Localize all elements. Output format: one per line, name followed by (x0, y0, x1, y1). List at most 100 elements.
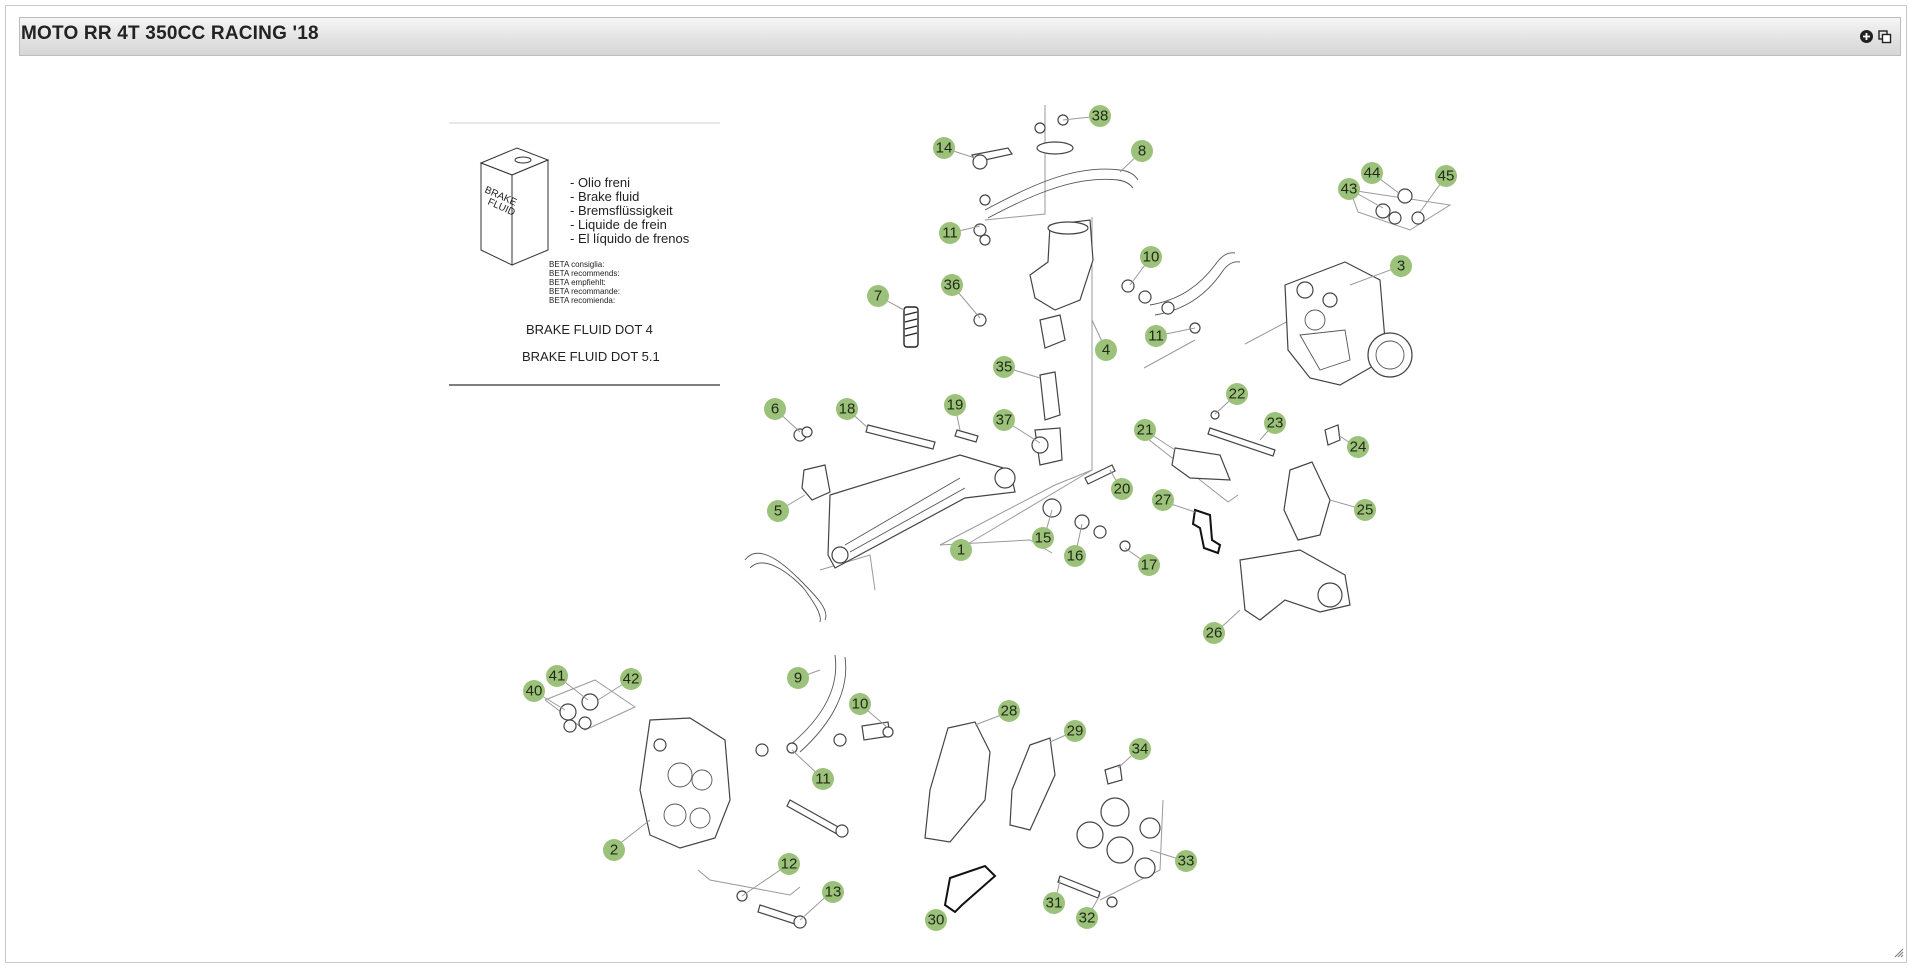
fluid-name-fr: - Liquide de frein (570, 217, 667, 232)
svg-text:2: 2 (610, 842, 618, 859)
brake-fluid-bottle-icon (479, 147, 550, 266)
svg-text:45: 45 (1438, 168, 1455, 185)
callout-11[interactable]: 11 (1145, 325, 1167, 347)
svg-text:40: 40 (526, 683, 543, 700)
callout-29[interactable]: 29 (1064, 720, 1086, 742)
svg-text:43: 43 (1341, 181, 1358, 198)
callout-1[interactable]: 1 (950, 539, 972, 561)
advice-line: BETA empfiehlt: (549, 278, 606, 287)
callout-17[interactable]: 17 (1138, 554, 1160, 576)
callout-14[interactable]: 14 (933, 137, 955, 159)
callout-32[interactable]: 32 (1076, 907, 1098, 929)
callout-20[interactable]: 20 (1111, 478, 1133, 500)
callout-24[interactable]: 24 (1347, 436, 1369, 458)
svg-text:13: 13 (825, 884, 842, 901)
svg-text:34: 34 (1132, 741, 1149, 758)
callout-7[interactable]: 7 (867, 285, 889, 307)
svg-text:21: 21 (1137, 422, 1154, 439)
svg-text:16: 16 (1067, 548, 1084, 565)
svg-text:10: 10 (1143, 249, 1160, 266)
svg-text:11: 11 (815, 771, 831, 788)
svg-text:15: 15 (1035, 530, 1052, 547)
callout-4[interactable]: 4 (1095, 339, 1117, 361)
callout-8[interactable]: 8 (1131, 140, 1153, 162)
plus-circle-icon[interactable] (1859, 29, 1874, 44)
callout-30[interactable]: 30 (925, 909, 947, 931)
fluid-spec-dot4: BRAKE FLUID DOT 4 (526, 322, 653, 337)
svg-text:42: 42 (623, 671, 640, 688)
callout-42[interactable]: 42 (620, 668, 642, 690)
svg-text:1: 1 (957, 542, 965, 559)
svg-text:8: 8 (1138, 143, 1146, 160)
part-master-cylinder (1029, 219, 1094, 466)
svg-text:31: 31 (1046, 895, 1063, 912)
svg-text:38: 38 (1092, 108, 1109, 125)
callout-15[interactable]: 15 (1032, 527, 1054, 549)
callout-18[interactable]: 18 (836, 398, 858, 420)
callout-33[interactable]: 33 (1175, 850, 1197, 872)
callout-34[interactable]: 34 (1129, 738, 1151, 760)
advice-line: BETA consiglia: (549, 260, 604, 269)
callout-16[interactable]: 16 (1064, 545, 1086, 567)
callout-25[interactable]: 25 (1354, 499, 1376, 521)
callout-44[interactable]: 44 (1361, 162, 1383, 184)
callout-5[interactable]: 5 (767, 500, 789, 522)
callout-10[interactable]: 10 (849, 693, 871, 715)
callout-35[interactable]: 35 (993, 356, 1015, 378)
callout-23[interactable]: 23 (1264, 412, 1286, 434)
svg-text:36: 36 (944, 277, 961, 294)
svg-text:10: 10 (852, 696, 869, 713)
svg-text:11: 11 (942, 225, 958, 242)
svg-text:37: 37 (996, 412, 1013, 429)
callout-45[interactable]: 45 (1435, 165, 1457, 187)
callout-11[interactable]: 11 (939, 222, 961, 244)
fluid-name-en: - Brake fluid (570, 189, 639, 204)
callout-9[interactable]: 9 (787, 667, 809, 689)
callout-12[interactable]: 12 (778, 853, 800, 875)
svg-text:7: 7 (874, 288, 882, 305)
callout-40[interactable]: 40 (523, 680, 545, 702)
callout-26[interactable]: 26 (1203, 622, 1225, 644)
resize-grip-icon[interactable] (1894, 948, 1904, 958)
svg-text:19: 19 (947, 397, 964, 414)
callout-13[interactable]: 13 (822, 881, 844, 903)
svg-text:5: 5 (774, 503, 782, 520)
svg-text:32: 32 (1079, 910, 1096, 927)
brake-fluid-legend: BRAKE FLUID - Olio freni - Brake fluid -… (449, 122, 720, 386)
callout-22[interactable]: 22 (1226, 383, 1248, 405)
callout-2[interactable]: 2 (603, 839, 625, 861)
part-spring (903, 306, 919, 348)
callout-3[interactable]: 3 (1390, 255, 1412, 277)
callout-19[interactable]: 19 (944, 394, 966, 416)
callout-6[interactable]: 6 (764, 398, 786, 420)
callout-31[interactable]: 31 (1043, 892, 1065, 914)
callout-36[interactable]: 36 (941, 274, 963, 296)
advice-line: BETA recommends: (549, 269, 620, 278)
callout-27[interactable]: 27 (1152, 489, 1174, 511)
popout-icon[interactable] (1877, 29, 1892, 44)
svg-text:11: 11 (1148, 328, 1164, 345)
fluid-name-de: - Bremsflüssigkeit (570, 203, 673, 218)
svg-text:25: 25 (1357, 502, 1374, 519)
callout-38[interactable]: 38 (1089, 105, 1111, 127)
svg-text:17: 17 (1141, 557, 1158, 574)
callout-28[interactable]: 28 (998, 700, 1020, 722)
callout-11[interactable]: 11 (812, 768, 834, 790)
svg-text:26: 26 (1206, 625, 1223, 642)
svg-text:41: 41 (549, 668, 566, 685)
callout-37[interactable]: 37 (993, 409, 1015, 431)
svg-text:14: 14 (936, 140, 953, 157)
callout-43[interactable]: 43 (1338, 178, 1360, 200)
svg-text:4: 4 (1102, 342, 1110, 359)
svg-text:23: 23 (1267, 415, 1284, 432)
callout-41[interactable]: 41 (546, 665, 568, 687)
svg-text:24: 24 (1350, 439, 1367, 456)
svg-text:3: 3 (1397, 258, 1405, 275)
fluid-name-it: - Olio freni (570, 175, 630, 190)
svg-text:28: 28 (1001, 703, 1018, 720)
fluid-spec-dot51: BRAKE FLUID DOT 5.1 (522, 349, 660, 364)
parts-drawing (544, 105, 1452, 929)
callout-10[interactable]: 10 (1140, 246, 1162, 268)
callout-21[interactable]: 21 (1134, 419, 1156, 441)
